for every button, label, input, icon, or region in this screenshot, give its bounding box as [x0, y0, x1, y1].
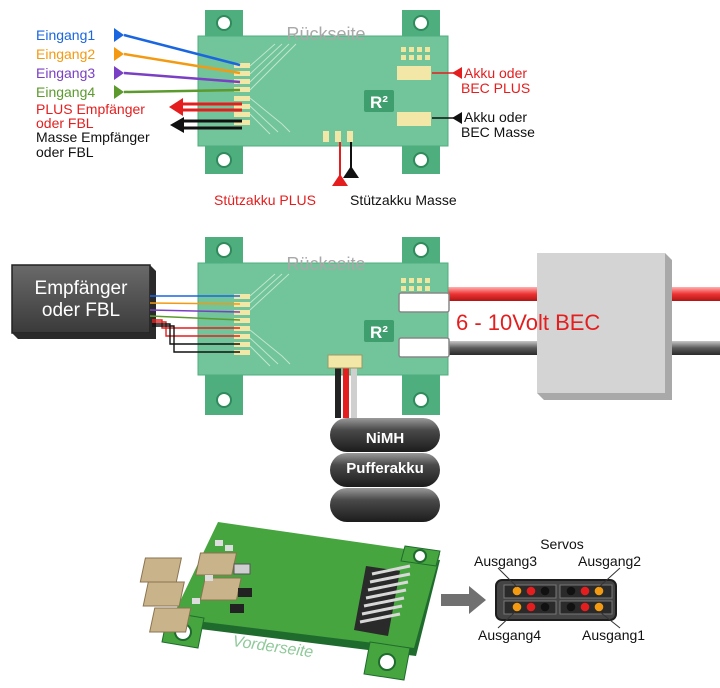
- input4-label: Eingang4: [36, 84, 95, 100]
- mount-hole: [413, 15, 429, 31]
- battery-plus-arrow: [452, 67, 462, 79]
- smd-components: [139, 540, 252, 633]
- output4-leader: [497, 611, 516, 629]
- input3-wire: [123, 71, 241, 84]
- input2-label: Eingang2: [36, 46, 95, 62]
- backup-plus-label: Stützakku PLUS: [214, 192, 316, 208]
- input3-arrow: [114, 66, 124, 80]
- connector-pins: [512, 586, 604, 612]
- mount-hole: [413, 152, 429, 168]
- backup-pads: [323, 131, 353, 142]
- pcb-trace: [249, 273, 290, 311]
- mount-hole: [413, 392, 429, 408]
- receiver-harness: [149, 295, 241, 353]
- bec-label: 6 - 10Volt BEC: [456, 310, 600, 335]
- bec-box: [537, 253, 665, 393]
- battery-cell: [330, 488, 440, 522]
- mount-hole: [216, 242, 232, 258]
- ground-receiver-line1: Masse Empfänger: [36, 129, 150, 145]
- battery-ground-line1: Akku oder: [464, 109, 527, 125]
- logo: R²: [370, 93, 388, 112]
- servos-title: Servos: [540, 536, 584, 552]
- plus-receiver-line1: PLUS Empfänger: [36, 101, 145, 117]
- direction-arrow: [441, 586, 486, 614]
- battery-plus-line1: Akku oder: [464, 65, 527, 81]
- battery-line2: Pufferakku: [346, 460, 424, 477]
- input1-arrow: [114, 28, 124, 42]
- receiver-box: [11, 264, 151, 334]
- input2-arrow: [114, 47, 124, 61]
- backup-wires-right: [351, 360, 357, 418]
- pcb-trace: [249, 97, 291, 135]
- pad-grid: [401, 278, 430, 291]
- ground-receiver-line2: oder FBL: [36, 144, 94, 160]
- ground-receiver-wire: [183, 119, 242, 130]
- backup-ground-label: Stützakku Masse: [350, 192, 457, 208]
- battery-plus-pad: [397, 66, 431, 80]
- input4-arrow: [114, 85, 124, 99]
- pcb-trace: [249, 43, 297, 91]
- mount-hole: [378, 653, 396, 671]
- pcb-trace: [249, 329, 291, 367]
- plus-receiver-arrow: [169, 98, 183, 116]
- mount-hole: [216, 15, 232, 31]
- logo-badge: [364, 320, 394, 342]
- output2-label: Ausgang2: [578, 553, 641, 569]
- battery-pack: [330, 418, 440, 522]
- battery-cell: [330, 453, 440, 487]
- input1-wire: [123, 33, 241, 67]
- backup-plug: [327, 354, 363, 369]
- bec-plus-plug: [398, 292, 450, 313]
- logo: R²: [370, 323, 388, 342]
- middle-diagram: Rückseite R² Empfänger oder FBL: [11, 237, 720, 522]
- output1-leader: [599, 611, 621, 629]
- battery-plus-line2: BEC PLUS: [461, 80, 530, 96]
- mount-hole: [216, 152, 232, 168]
- plus-receiver-line2: oder FBL: [36, 115, 94, 131]
- battery-cell: [330, 418, 440, 452]
- input4-wire: [123, 88, 241, 94]
- mount-hole: [413, 549, 427, 563]
- output4-label: Ausgang4: [478, 627, 541, 643]
- input-pins: [234, 294, 250, 355]
- top-diagram: Rückseite R²: [36, 10, 535, 208]
- plus-receiver-wire: [180, 102, 242, 112]
- input1-label: Eingang1: [36, 27, 95, 43]
- backup-wires-mid: [343, 360, 349, 418]
- input2-wire: [123, 52, 241, 75]
- battery-line1: NiMH: [366, 430, 404, 447]
- receiver-line2: oder FBL: [42, 300, 120, 321]
- pad-grid: [401, 47, 430, 60]
- input3-label: Eingang3: [36, 65, 95, 81]
- battery-ground-line2: BEC Masse: [461, 124, 535, 140]
- backup-wires-left: [335, 360, 341, 418]
- mount-hole: [216, 392, 232, 408]
- output1-label: Ausgang1: [582, 627, 645, 643]
- output2-leader: [598, 567, 621, 588]
- receiver-line1: Empfänger: [35, 278, 129, 299]
- logo-badge: [364, 90, 394, 112]
- backup-ground-arrow: [343, 166, 359, 178]
- output3-leader: [497, 567, 518, 588]
- battery-ground-pad: [397, 112, 431, 126]
- mount-hole: [413, 242, 429, 258]
- output3-label: Ausgang3: [474, 553, 537, 569]
- servo-header: [354, 564, 411, 636]
- backup-plus-arrow: [332, 174, 348, 186]
- battery-ground-arrow: [452, 112, 462, 124]
- board-title: Rückseite: [286, 254, 365, 274]
- ground-receiver-arrow: [170, 117, 184, 133]
- board-title: Rückseite: [286, 24, 365, 44]
- bottom-diagram: Vorderseite Servos Ausgang3 Ausgang2 Aus…: [139, 522, 645, 681]
- bec-ground-plug: [398, 337, 450, 358]
